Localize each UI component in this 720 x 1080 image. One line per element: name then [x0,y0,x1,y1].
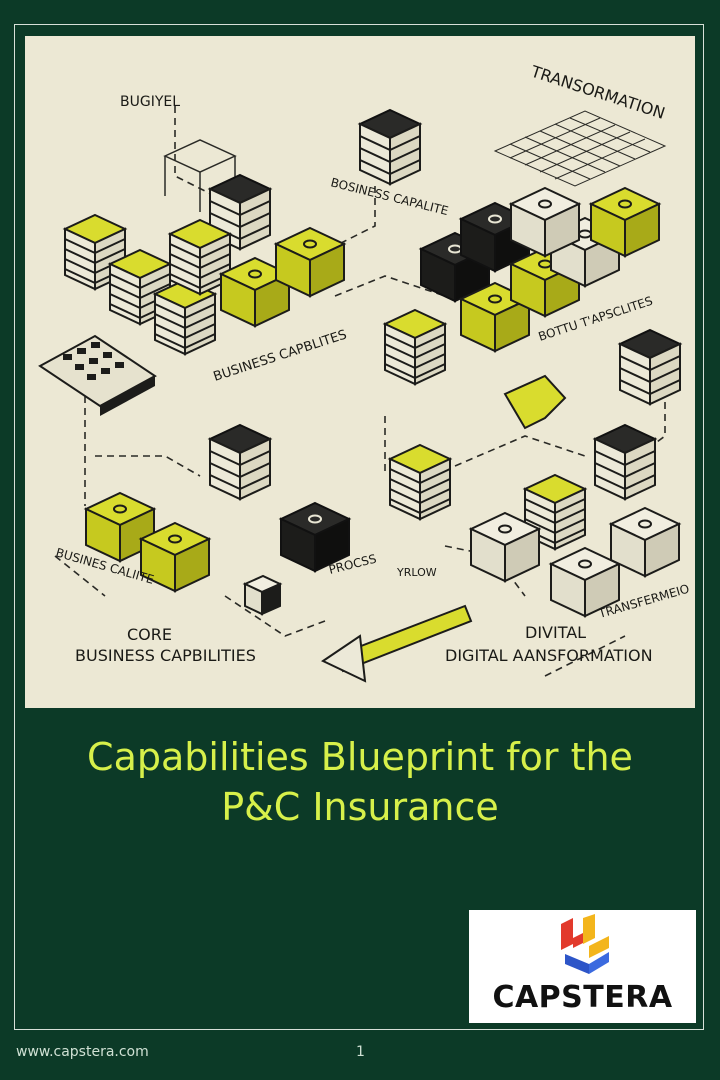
small-cube-icon [242,574,283,616]
stack-block [384,309,446,385]
arrow-marker-icon [503,374,567,430]
light-cube [470,512,540,582]
page-title: Capabilities Blueprint for the P&C Insur… [20,732,700,832]
label-core: CORE [127,625,172,644]
label-divital: DIVITAL [525,623,586,642]
isometric-blocks-illustration: BUGIYEL TRANSORMATION BOSINESS CAPALITE … [38,61,691,683]
label-yrlow: YRLOW [396,566,437,579]
capstera-mark-icon [561,914,609,974]
stack-block [209,424,271,500]
page-number: 1 [356,1044,365,1060]
stack-block [359,109,421,185]
grid-icon [493,110,667,187]
light-cube [610,507,680,577]
label-digital-transformation: DIGITAL AANSFORMATION [445,646,653,665]
title-line-1: Capabilities Blueprint for the [87,735,633,779]
accent-cube [275,227,345,297]
capstera-logo: CAPSTERA [469,910,696,1023]
logo-wordmark: CAPSTERA [492,980,673,1015]
page-frame [14,24,704,1030]
stack-block [619,329,681,405]
label-business-capbilites: BUSINESS CAPBLITES [212,327,349,384]
stack-block [389,444,451,520]
hero-illustration: BUGIYEL TRANSORMATION BOSINESS CAPALITE … [25,36,695,708]
footer-url[interactable]: www.capstera.com [16,1044,149,1060]
calculator-icon [38,334,157,416]
label-transformation: TRANSORMATION [528,61,668,123]
accent-cube [590,187,660,257]
label-top-left: BUGIYEL [120,94,180,110]
label-core-business: BUSINESS CAPBILITIES [75,646,256,665]
title-line-2: P&C Insurance [221,785,499,829]
light-cube [510,187,580,257]
stack-block [594,424,656,500]
transformation-arrow-icon [320,604,473,683]
